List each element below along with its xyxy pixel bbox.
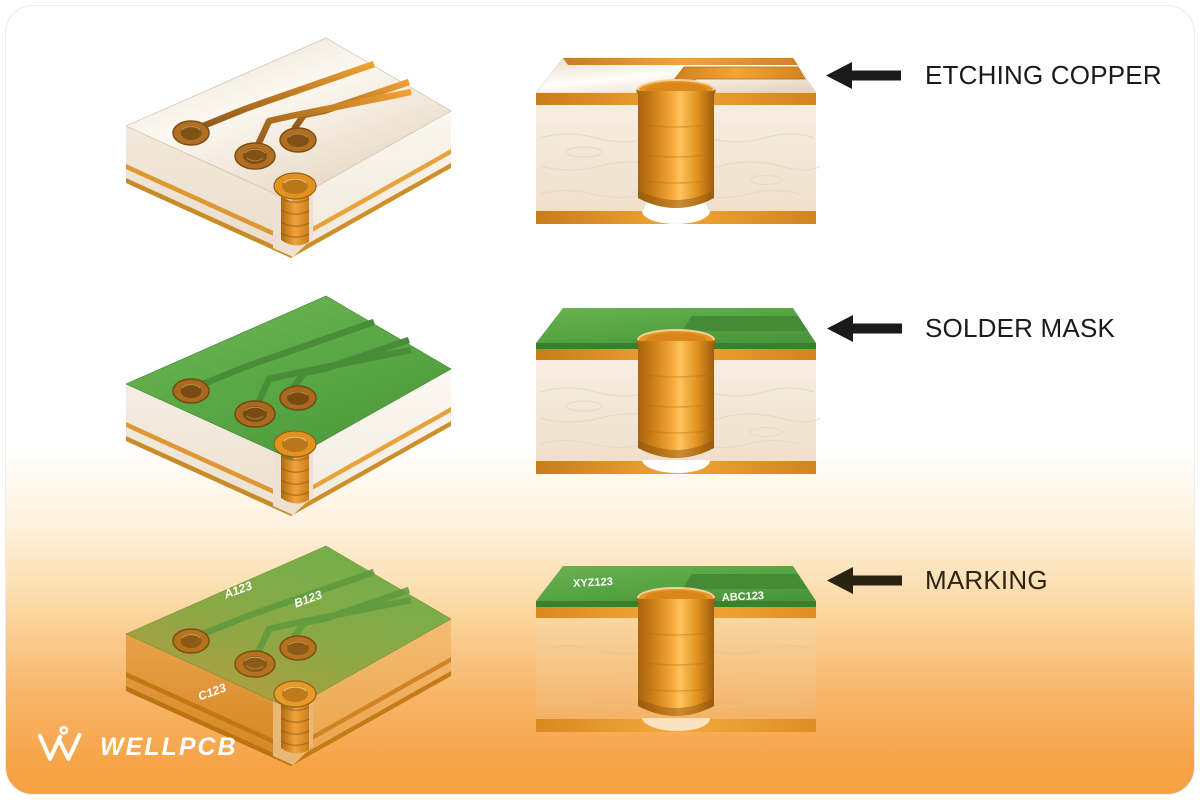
pcb-cross-section-etching bbox=[535, 57, 821, 224]
board-marking-text-b: B123 bbox=[292, 587, 324, 610]
cross-section-marking-right: ABC123 bbox=[722, 590, 765, 604]
step-label-marking: MARKING bbox=[925, 565, 1048, 595]
pcb-cross-section-marking: XYZ123 ABC123 bbox=[536, 566, 821, 732]
wellpcb-logo: WELLPCB bbox=[34, 722, 238, 773]
arrow-left-icon bbox=[827, 315, 902, 342]
arrow-left-icon bbox=[827, 567, 902, 594]
cross-section-marking-left: XYZ123 bbox=[573, 576, 613, 590]
board-marking-text-c: C123 bbox=[196, 680, 228, 703]
step-row-etching-copper: ETCHING COPPER bbox=[6, 6, 1194, 794]
step-label-solder-mask: SOLDER MASK bbox=[925, 313, 1116, 343]
diagram-card: ETCHING COPPER bbox=[5, 5, 1195, 795]
pcb-board-3d-solder-mask bbox=[125, 295, 452, 516]
pcb-cross-section-solder-mask bbox=[536, 308, 821, 474]
wellpcb-logo-text: WELLPCB bbox=[100, 733, 238, 761]
step-row-solder-mask: SOLDER MASK bbox=[6, 6, 1194, 794]
step-label-etching-copper: ETCHING COPPER bbox=[925, 60, 1162, 90]
board-marking-text-a: A123 bbox=[221, 578, 254, 601]
arrow-left-icon bbox=[826, 62, 901, 89]
wellpcb-w-icon bbox=[34, 722, 90, 773]
step-row-marking: A123 B123 C123 bbox=[6, 6, 1194, 794]
pcb-board-3d-etching bbox=[125, 37, 452, 258]
